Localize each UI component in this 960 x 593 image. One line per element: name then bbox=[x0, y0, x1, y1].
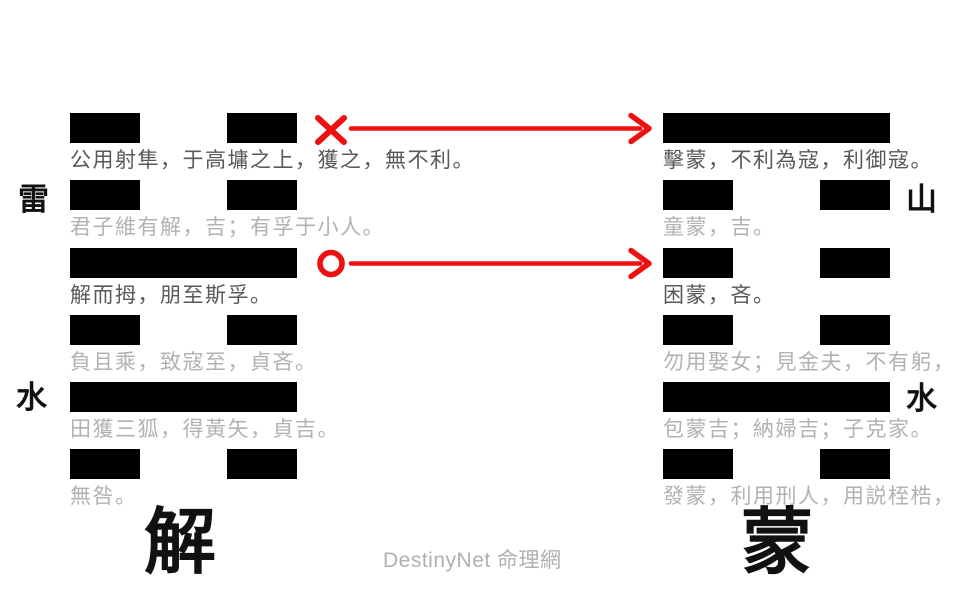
solid-line-bar bbox=[70, 382, 297, 413]
broken-line-segment bbox=[227, 180, 297, 211]
left-hexagram: 公用射隼，于高墉之上，獲之，無不利。君子維有解，吉；有孚于小人。解而拇，朋至斯孚… bbox=[70, 113, 475, 517]
broken-line-segment bbox=[227, 113, 297, 143]
right-hexagram-line-1: 發蒙，利用刑人，用説桎梏， bbox=[663, 449, 956, 516]
o-marker-icon bbox=[317, 249, 345, 278]
broken-line-bar bbox=[70, 449, 297, 480]
left-line-6-text: 公用射隼，于高墉之上，獲之，無不利。 bbox=[70, 149, 475, 172]
left-hexagram-line-1: 無咎。 bbox=[70, 449, 297, 516]
right-line-2-text: 包蒙吉；納婦吉；子克家。 bbox=[663, 418, 933, 442]
solid-line-bar bbox=[663, 382, 890, 413]
broken-line-segment bbox=[70, 314, 140, 345]
arrow-top-icon bbox=[348, 112, 652, 145]
broken-line-segment bbox=[70, 449, 140, 480]
broken-line-bar bbox=[70, 113, 297, 143]
right-hexagram: 擊蒙，不利為寇，利御寇。童蒙，吉。困蒙，吝。勿用娶女；見金夫，不有躬， 包蒙吉；納… bbox=[663, 113, 956, 517]
right-line-1-text: 發蒙，利用刑人，用説桎梏， bbox=[663, 485, 956, 509]
left-hexagram-line-5: 君子維有解，吉；有孚于小人。 bbox=[70, 180, 385, 247]
broken-line-bar bbox=[663, 247, 890, 278]
right-hexagram-line-3: 勿用娶女；見金夫，不有躬， bbox=[663, 314, 956, 382]
right-lower-trigram-label: 水 bbox=[906, 381, 937, 416]
left-line-4-text: 解而拇，朋至斯孚。 bbox=[70, 283, 273, 307]
right-hexagram-line-2: 包蒙吉；納婦吉；子克家。 bbox=[663, 382, 933, 449]
broken-line-segment bbox=[227, 449, 297, 480]
broken-line-bar bbox=[663, 314, 890, 345]
x-marker-icon bbox=[315, 115, 347, 145]
left-hexagram-line-3: 負且乘，致寇至，貞吝。 bbox=[70, 314, 318, 382]
right-line-4-text: 困蒙，吝。 bbox=[663, 283, 776, 307]
right-hexagram-line-5: 童蒙，吉。 bbox=[663, 180, 890, 247]
broken-line-segment bbox=[820, 449, 890, 480]
left-hexagram-name: 解 bbox=[143, 503, 217, 583]
solid-line-bar bbox=[663, 113, 890, 143]
left-upper-trigram-label: 雷 bbox=[18, 182, 49, 217]
right-line-5-text: 童蒙，吉。 bbox=[663, 216, 776, 240]
right-hexagram-name: 蒙 bbox=[740, 503, 814, 583]
watermark: DestinyNet 命理網 bbox=[383, 549, 562, 572]
broken-line-segment bbox=[70, 180, 140, 211]
right-line-6-text: 擊蒙，不利為寇，利御寇。 bbox=[663, 149, 933, 172]
left-lower-trigram-label: 水 bbox=[16, 380, 47, 415]
solid-line-bar bbox=[70, 247, 297, 278]
broken-line-bar bbox=[70, 314, 297, 345]
right-line-3-text: 勿用娶女；見金夫，不有躬， bbox=[663, 350, 956, 374]
left-line-2-text: 田獲三狐，得黃矢，貞吉。 bbox=[70, 418, 340, 442]
broken-line-bar bbox=[70, 180, 297, 211]
left-hexagram-line-6: 公用射隼，于高墉之上，獲之，無不利。 bbox=[70, 113, 475, 180]
broken-line-segment bbox=[663, 180, 733, 211]
broken-line-segment bbox=[663, 247, 733, 278]
broken-line-bar bbox=[663, 449, 890, 480]
right-upper-trigram-label: 山 bbox=[906, 182, 937, 217]
broken-line-segment bbox=[820, 180, 890, 211]
broken-line-segment bbox=[70, 113, 140, 143]
right-hexagram-line-6: 擊蒙，不利為寇，利御寇。 bbox=[663, 113, 933, 180]
left-line-5-text: 君子維有解，吉；有孚于小人。 bbox=[70, 216, 385, 240]
left-hexagram-line-2: 田獲三狐，得黃矢，貞吉。 bbox=[70, 382, 340, 449]
broken-line-segment bbox=[820, 247, 890, 278]
broken-line-bar bbox=[663, 180, 890, 211]
arrow-bottom-icon bbox=[348, 247, 652, 280]
right-hexagram-line-4: 困蒙，吝。 bbox=[663, 247, 890, 315]
left-line-1-text: 無咎。 bbox=[70, 485, 138, 509]
left-hexagram-line-4: 解而拇，朋至斯孚。 bbox=[70, 247, 297, 315]
left-line-3-text: 負且乘，致寇至，貞吝。 bbox=[70, 350, 318, 374]
broken-line-segment bbox=[227, 314, 297, 345]
broken-line-segment bbox=[663, 449, 733, 480]
broken-line-segment bbox=[820, 314, 890, 345]
broken-line-segment bbox=[663, 314, 733, 345]
